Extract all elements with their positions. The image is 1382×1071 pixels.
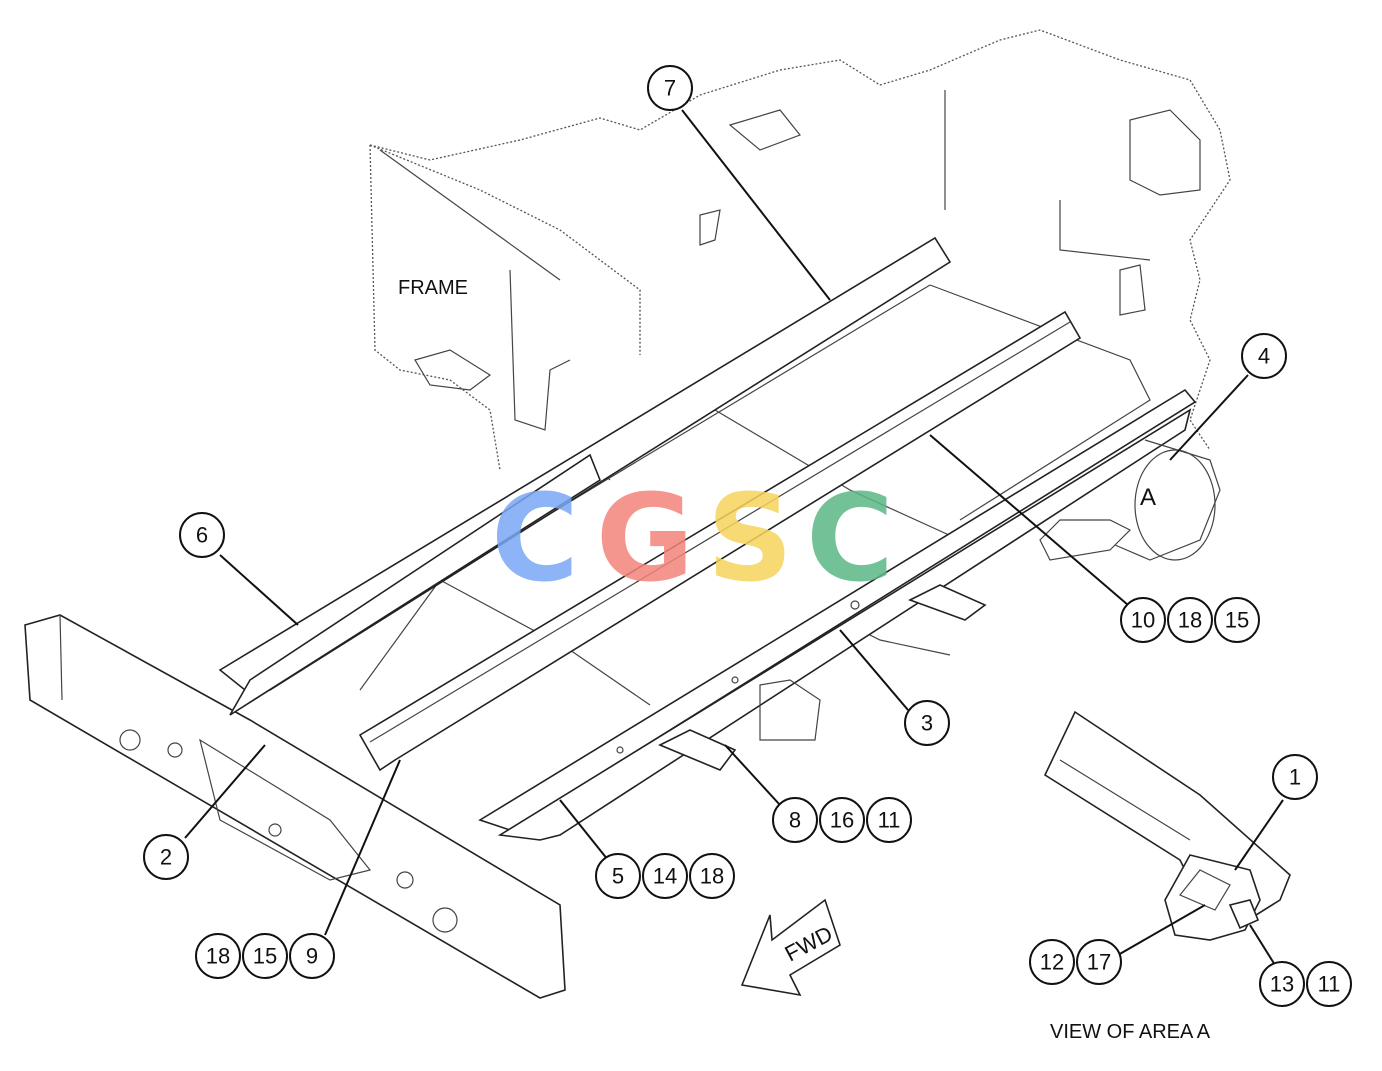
front-crossmember bbox=[24, 614, 566, 999]
callout-circle bbox=[195, 933, 241, 979]
callout-circle bbox=[1076, 939, 1122, 985]
callout-number: 11 bbox=[1318, 972, 1341, 997]
callout-circle bbox=[1029, 939, 1075, 985]
callout-circle bbox=[1241, 333, 1287, 379]
callout-number: 9 bbox=[306, 944, 318, 969]
area-a-marker: A bbox=[1140, 484, 1156, 511]
callout-circle bbox=[642, 853, 688, 899]
rail-brackets bbox=[658, 584, 987, 771]
callout-circle bbox=[689, 853, 735, 899]
callout-number: 6 bbox=[196, 523, 208, 548]
callout-number: 5 bbox=[612, 864, 624, 889]
callout-circle bbox=[1120, 597, 1166, 643]
callout-number: 16 bbox=[830, 808, 854, 833]
callout-c4: 4 bbox=[1241, 333, 1287, 379]
callout-circle bbox=[1259, 961, 1305, 1007]
callout-c1: 1 bbox=[1272, 754, 1318, 800]
callout-number: 18 bbox=[1178, 608, 1202, 633]
watermark-letter: G bbox=[596, 470, 695, 609]
callout-number: 17 bbox=[1087, 950, 1111, 975]
callout-circle bbox=[1167, 597, 1213, 643]
callout-number: 4 bbox=[1258, 344, 1270, 369]
callout-number: 14 bbox=[653, 864, 677, 889]
part-10-beam bbox=[358, 310, 1082, 772]
callout-number: 12 bbox=[1040, 950, 1064, 975]
leader-lines bbox=[184, 109, 1284, 966]
callout-number: 10 bbox=[1131, 608, 1155, 633]
callout-c10: 10 18 15 bbox=[1120, 597, 1260, 643]
callout-circle bbox=[289, 933, 335, 979]
watermark-letter: C bbox=[806, 470, 894, 609]
callout-number: 15 bbox=[253, 944, 277, 969]
callout-circle bbox=[1272, 754, 1318, 800]
callout-c9: 18 15 9 bbox=[195, 933, 335, 979]
callout-number: 13 bbox=[1270, 972, 1294, 997]
callout-c2: 2 bbox=[143, 834, 189, 880]
callout-circle bbox=[647, 65, 693, 111]
main-frame bbox=[369, 29, 1231, 471]
callout-c6: 6 bbox=[179, 512, 225, 558]
watermark-letter: S bbox=[707, 470, 793, 609]
part-2-strip bbox=[229, 453, 601, 716]
callout-number: 18 bbox=[700, 864, 724, 889]
callout-circle bbox=[904, 700, 950, 746]
watermark-letter: C bbox=[491, 470, 579, 609]
callout-circle bbox=[179, 512, 225, 558]
callout-number: 11 bbox=[878, 808, 901, 833]
callout-number: 15 bbox=[1225, 608, 1249, 633]
callout-number: 3 bbox=[921, 711, 933, 736]
callout-number: 1 bbox=[1289, 765, 1301, 790]
callout-circle bbox=[1306, 961, 1352, 1007]
area-a-detail: A bbox=[1039, 439, 1221, 561]
callout-number: 2 bbox=[160, 845, 172, 870]
callout-circle bbox=[866, 797, 912, 843]
part-3-rail bbox=[478, 388, 1197, 841]
callout-number: 18 bbox=[206, 944, 230, 969]
callout-c5: 5 14 18 bbox=[595, 853, 735, 899]
view-area-a-label: VIEW OF AREA A bbox=[1050, 1021, 1211, 1043]
callout-number: 8 bbox=[789, 808, 801, 833]
callout-circle bbox=[143, 834, 189, 880]
callout-number: 7 bbox=[664, 76, 676, 101]
callout-circle bbox=[242, 933, 288, 979]
frame-label: FRAME bbox=[398, 277, 468, 299]
callout-circle bbox=[772, 797, 818, 843]
callout-circle bbox=[595, 853, 641, 899]
callout-circle bbox=[819, 797, 865, 843]
callout-c7: 7 bbox=[647, 65, 693, 111]
callout-c3: 3 bbox=[904, 700, 950, 746]
callout-c13: 13 11 bbox=[1259, 961, 1352, 1007]
callout-circle bbox=[1214, 597, 1260, 643]
view-area-a: VIEW OF AREA A bbox=[1043, 710, 1291, 1043]
callout-c12: 12 17 bbox=[1029, 939, 1122, 985]
callout-c8: 8 16 11 bbox=[772, 797, 912, 843]
fwd-arrow: FWD bbox=[740, 898, 841, 997]
